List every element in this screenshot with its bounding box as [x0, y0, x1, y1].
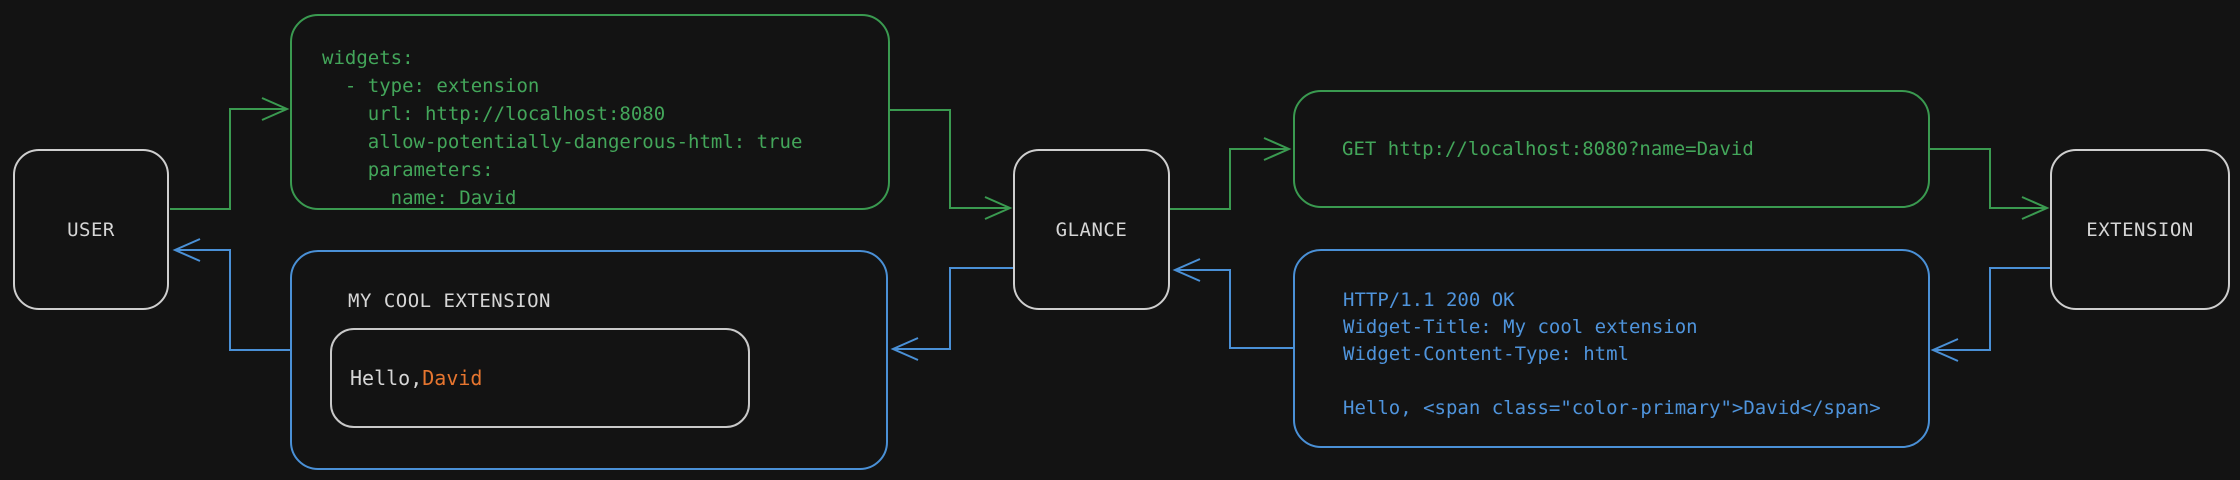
config-yaml-code: widgets: - type: extension url: http://l…	[322, 47, 803, 209]
node-glance: GLANCE	[1013, 149, 1170, 310]
flow-glance-to-request	[1170, 137, 1292, 210]
widget-preview-box: MY COOL EXTENSION Hello, David	[290, 250, 888, 470]
arrowhead-left-icon	[890, 337, 919, 361]
flow-user-to-config	[170, 97, 290, 210]
arrowhead-right-icon	[984, 196, 1013, 220]
http-response-code: HTTP/1.1 200 OK Widget-Title: My cool ex…	[1343, 289, 1881, 419]
greeting-prefix-text: Hello,	[350, 366, 423, 390]
flow-widget-to-user	[172, 238, 290, 351]
http-request-box: GET http://localhost:8080?name=David	[1293, 90, 1930, 208]
arrowhead-right-icon	[261, 97, 290, 121]
flow-response-to-glance	[1172, 258, 1293, 349]
flow-extension-to-response	[1930, 267, 2050, 362]
node-user-label: USER	[67, 218, 115, 241]
flow-request-to-extension	[1930, 148, 2050, 220]
arrowhead-right-icon	[1263, 137, 1292, 161]
widget-preview-title: MY COOL EXTENSION	[348, 290, 551, 312]
flow-glance-to-widget	[890, 267, 1013, 361]
arrowhead-left-icon	[1930, 338, 1959, 362]
arrowhead-left-icon	[172, 238, 201, 262]
flow-config-to-glance	[890, 109, 1013, 220]
arrowhead-left-icon	[1172, 258, 1201, 282]
node-user: USER	[13, 149, 169, 310]
arrowhead-right-icon	[2021, 196, 2050, 220]
node-extension-label: EXTENSION	[2086, 218, 2194, 241]
config-yaml-box: widgets: - type: extension url: http://l…	[290, 14, 890, 210]
widget-greeting-box: Hello, David	[330, 328, 750, 428]
http-request-text: GET http://localhost:8080?name=David	[1342, 138, 1754, 160]
greeting-name-text: David	[422, 366, 483, 390]
node-glance-label: GLANCE	[1055, 218, 1128, 241]
http-response-box: HTTP/1.1 200 OK Widget-Title: My cool ex…	[1293, 249, 1930, 448]
node-extension: EXTENSION	[2050, 149, 2230, 310]
